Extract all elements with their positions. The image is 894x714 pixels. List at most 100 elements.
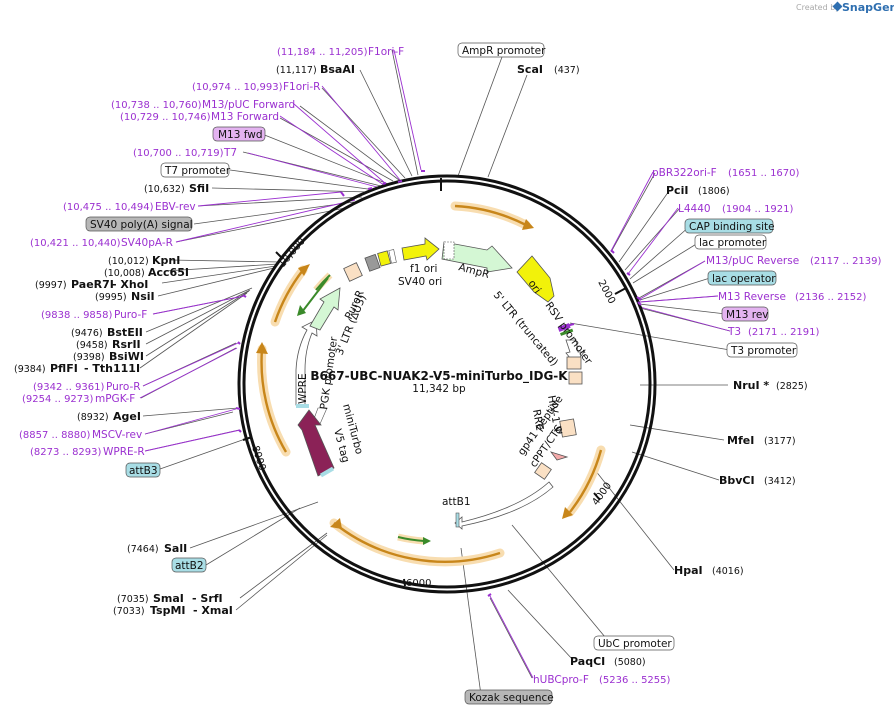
plasmid-name: B667-UBC-NUAK2-V5-miniTurbo_IDG-K xyxy=(310,369,568,384)
watermark-created-by: Created by xyxy=(796,3,840,12)
feature-box-cap-binding-site: CAP binding site xyxy=(684,218,775,234)
site-scai-pos: (437) xyxy=(554,65,580,76)
ubc-promoter-arrow xyxy=(454,481,554,530)
site-xmai: - XmaI xyxy=(193,604,233,617)
site-pcii-pos: (1806) xyxy=(698,186,730,197)
feature-box-attb3: attB3 xyxy=(125,462,161,478)
site-acc65i-pos: (10,008) xyxy=(104,268,145,279)
site-xhoi: - XhoI xyxy=(112,278,148,291)
ampr-promoter-mark xyxy=(443,241,455,260)
ori-arrow xyxy=(516,255,555,303)
site-agei: AgeI xyxy=(113,410,141,423)
primer-l4440-range: (1904 .. 1921) xyxy=(722,204,794,215)
hiv1-psi-box xyxy=(568,371,583,385)
site-nrui-pos: (2825) xyxy=(776,381,808,392)
primer-puro-f-range: (9838 .. 9858) xyxy=(41,310,113,321)
miniturbo-arrow xyxy=(297,409,335,477)
site-bsaai: BsaAI xyxy=(320,63,355,76)
site-bsaai-pos: (11,117) xyxy=(276,65,317,76)
cppt-box xyxy=(534,462,552,480)
primer-ebv-rev: EBV-rev xyxy=(155,201,196,213)
attb1-mark xyxy=(455,512,460,528)
sv40-ori-box xyxy=(377,250,392,267)
site-srfi: - SrfI xyxy=(192,592,223,605)
feature-box-t3-promoter: T3 promoter xyxy=(726,342,798,358)
site-kpni-pos: (10,012) xyxy=(108,256,149,267)
primer-t3: T3 xyxy=(727,326,741,338)
primer-m13-forward-range: (10,729 .. 10,746) xyxy=(120,112,211,123)
site-hpai: HpaI xyxy=(674,564,703,577)
svg-text:SV40 poly(A) signal: SV40 poly(A) signal xyxy=(90,219,193,231)
primer-m13-reverse: M13 Reverse xyxy=(718,291,786,303)
site-paer7i: PaeR7I xyxy=(71,278,114,291)
primer-pbr322ori-f-range: (1651 .. 1670) xyxy=(728,168,800,179)
feature-box-lac-promoter: lac promoter xyxy=(694,234,767,250)
site-pflfi-pos: (9384) xyxy=(14,364,46,375)
attb3-mark xyxy=(296,404,309,408)
site-scai: ScaI xyxy=(517,63,543,76)
ampr-arrow xyxy=(441,241,513,273)
feature-attb1: attB1 xyxy=(442,496,471,508)
svg-text:lac promoter: lac promoter xyxy=(699,237,767,249)
cap-feature-bar xyxy=(560,328,574,336)
primer-ebv-rev-range: (10,475 .. 10,494) xyxy=(63,202,154,213)
site-bsiwi: BsiWI xyxy=(109,350,144,363)
primer-puro-r: Puro-R xyxy=(106,381,141,393)
primer-mpgk-f: mPGK-F xyxy=(95,393,135,405)
watermark-brand: SnapGene xyxy=(842,1,894,14)
gp41-arrow xyxy=(549,451,569,461)
feature-box-ampr-promoter: AmpR promoter xyxy=(457,42,546,58)
primer-f1ori-r-range: (10,974 .. 10,993) xyxy=(192,82,283,93)
primer-m13-forward: M13 Forward xyxy=(211,111,279,123)
site-sfii-pos: (10,632) xyxy=(144,184,185,195)
primer-puro-r-range: (9342 .. 9361) xyxy=(33,382,105,393)
primer-m13-reverse-range: (2136 .. 2152) xyxy=(795,292,867,303)
site-mfei-pos: (3177) xyxy=(764,436,796,447)
tick-label-6000: 6000 xyxy=(406,578,431,589)
site-hpai-pos: (4016) xyxy=(712,566,744,577)
feature-box-t7-promoter: T7 promoter xyxy=(160,162,231,178)
primer-mscv-rev-range: (8857 .. 8880) xyxy=(19,430,91,441)
backbone-outer xyxy=(237,174,657,594)
svg-text:CAP binding site: CAP binding site xyxy=(689,221,775,233)
svg-text:lac operator: lac operator xyxy=(712,273,776,285)
svg-text:AmpR promoter: AmpR promoter xyxy=(462,45,546,57)
primer-m13puc-fwd-range: (10,738 .. 10,760) xyxy=(111,100,202,111)
primer-wpre-r: WPRE-R xyxy=(103,446,145,458)
site-sali-pos: (7464) xyxy=(127,544,159,555)
site-bsteii: BstEII xyxy=(107,326,143,339)
site-bsteii-pos: (9476) xyxy=(71,328,103,339)
primer-sv40pa-r-range: (10,421 .. 10,440) xyxy=(30,238,121,249)
primer-m13puc-fwd: M13/pUC Forward xyxy=(202,99,295,111)
site-nrui: NruI * xyxy=(733,379,769,392)
primer-t3-range: (2171 .. 2191) xyxy=(748,327,820,338)
feature-sv40-ori: SV40 ori xyxy=(398,276,442,288)
snapgene-logo-icon xyxy=(832,1,843,12)
primer-t7: T7 xyxy=(223,147,237,159)
site-sali: SalI xyxy=(164,542,187,555)
primer-f1ori-f: F1ori-F xyxy=(368,46,404,58)
feature-box-sv40-polya: SV40 poly(A) signal xyxy=(85,216,193,232)
site-paqci: PaqCI xyxy=(570,655,605,668)
site-tspmi: TspMI xyxy=(150,604,186,617)
primer-hubcpro-f: hUBCpro-F xyxy=(533,674,589,686)
site-agei-pos: (8932) xyxy=(77,412,109,423)
primer-puro-f: Puro-F xyxy=(114,309,147,321)
ltr5-box xyxy=(566,356,582,370)
t7-promoter-mark xyxy=(388,249,397,264)
site-pflfi: PflFI xyxy=(50,362,78,375)
site-pcii: PciI xyxy=(666,184,688,197)
rre-box xyxy=(559,418,577,438)
backbone-ticks xyxy=(242,178,627,587)
site-bsiwi-pos: (9398) xyxy=(73,352,105,363)
tick-label-2000: 2000 xyxy=(595,278,617,306)
ltr3-box xyxy=(343,262,363,282)
plasmid-size: 11,342 bp xyxy=(412,383,466,395)
svg-text:T3 promoter: T3 promoter xyxy=(730,345,797,357)
site-tth111i: - Tth111I xyxy=(84,362,140,375)
svg-text:attB2: attB2 xyxy=(175,560,204,572)
puror-arrow xyxy=(309,287,341,331)
site-nsii-pos: (9995) xyxy=(95,292,127,303)
svg-text:Kozak sequence: Kozak sequence xyxy=(469,692,554,704)
feature-box-attb2: attB2 xyxy=(171,557,207,573)
